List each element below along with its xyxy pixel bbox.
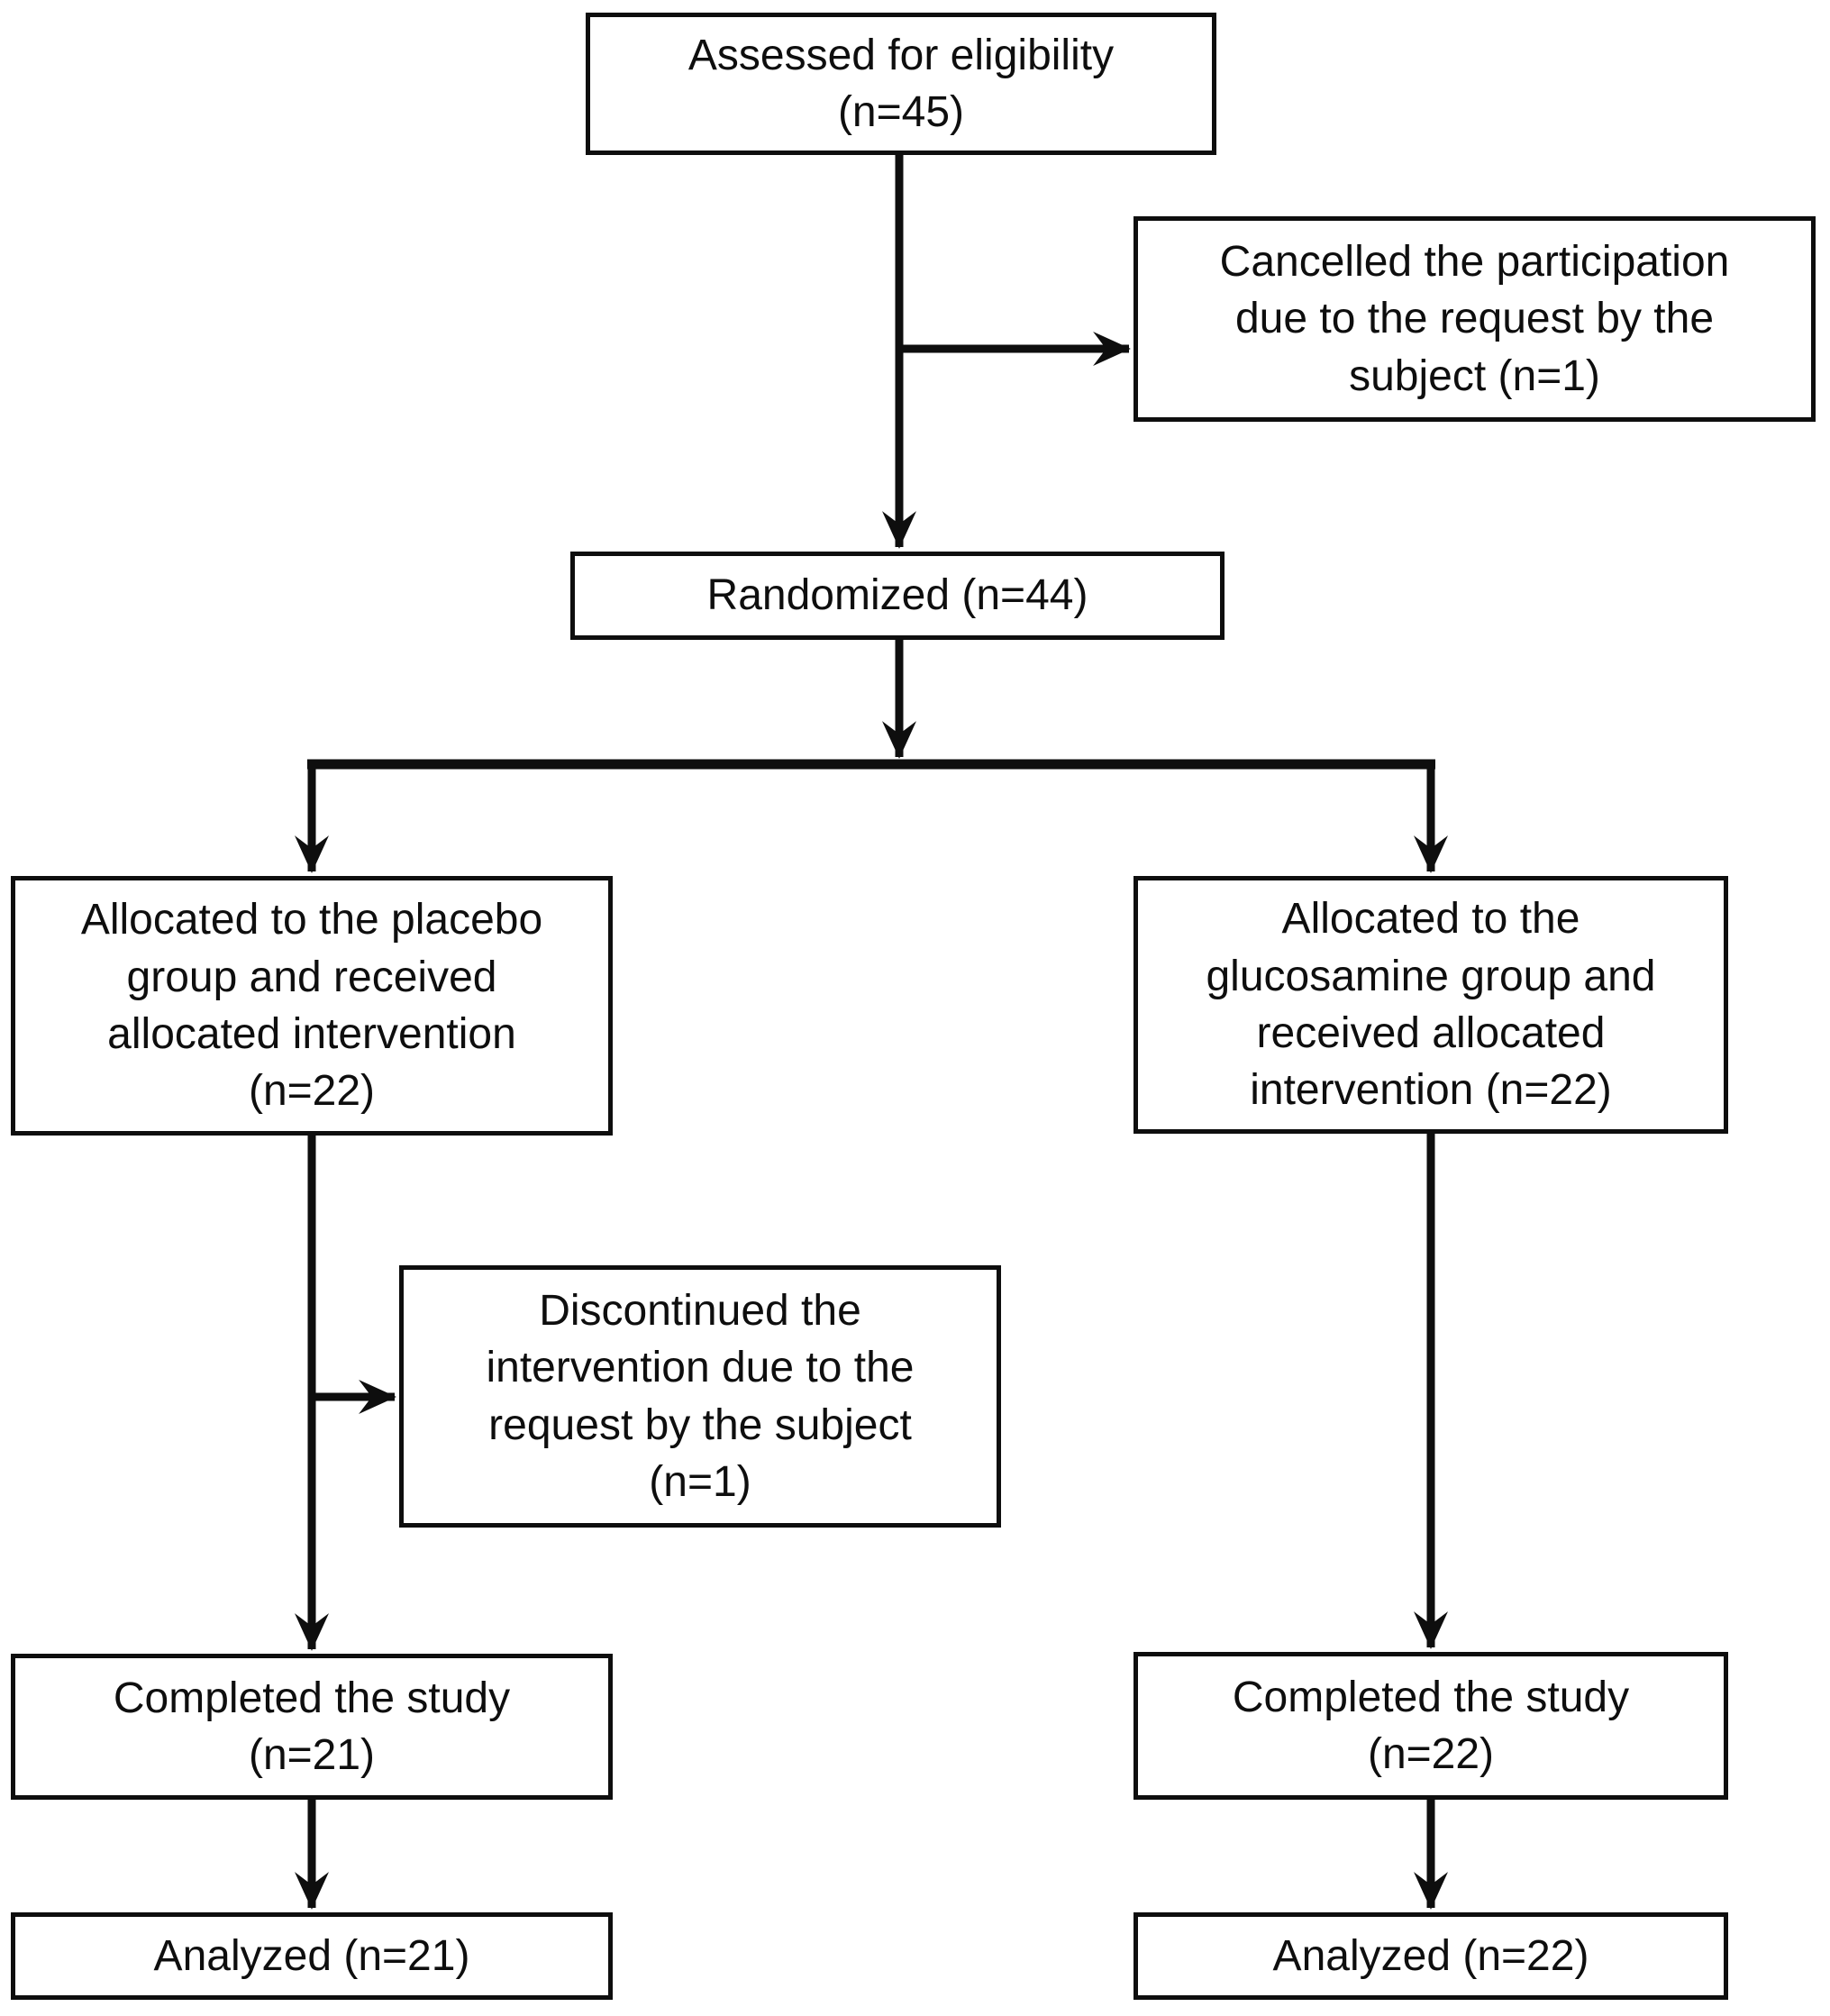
node-discontinued-intervention: Discontinued the intervention due to the… [399, 1265, 1001, 1528]
node-completed-study-glucosamine: Completed the study (n=22) [1134, 1652, 1728, 1800]
node-allocated-placebo: Allocated to the placebo group and recei… [11, 876, 613, 1136]
node-assessed-for-eligibility: Assessed for eligibility (n=45) [586, 13, 1216, 155]
node-randomized: Randomized (n=44) [570, 552, 1225, 640]
node-allocated-glucosamine: Allocated to the glucosamine group and r… [1134, 876, 1728, 1134]
node-analyzed-glucosamine: Analyzed (n=22) [1134, 1912, 1728, 2000]
node-cancelled-participation: Cancelled the participation due to the r… [1134, 216, 1816, 422]
node-analyzed-placebo: Analyzed (n=21) [11, 1912, 613, 2000]
node-completed-study-placebo: Completed the study (n=21) [11, 1654, 613, 1800]
